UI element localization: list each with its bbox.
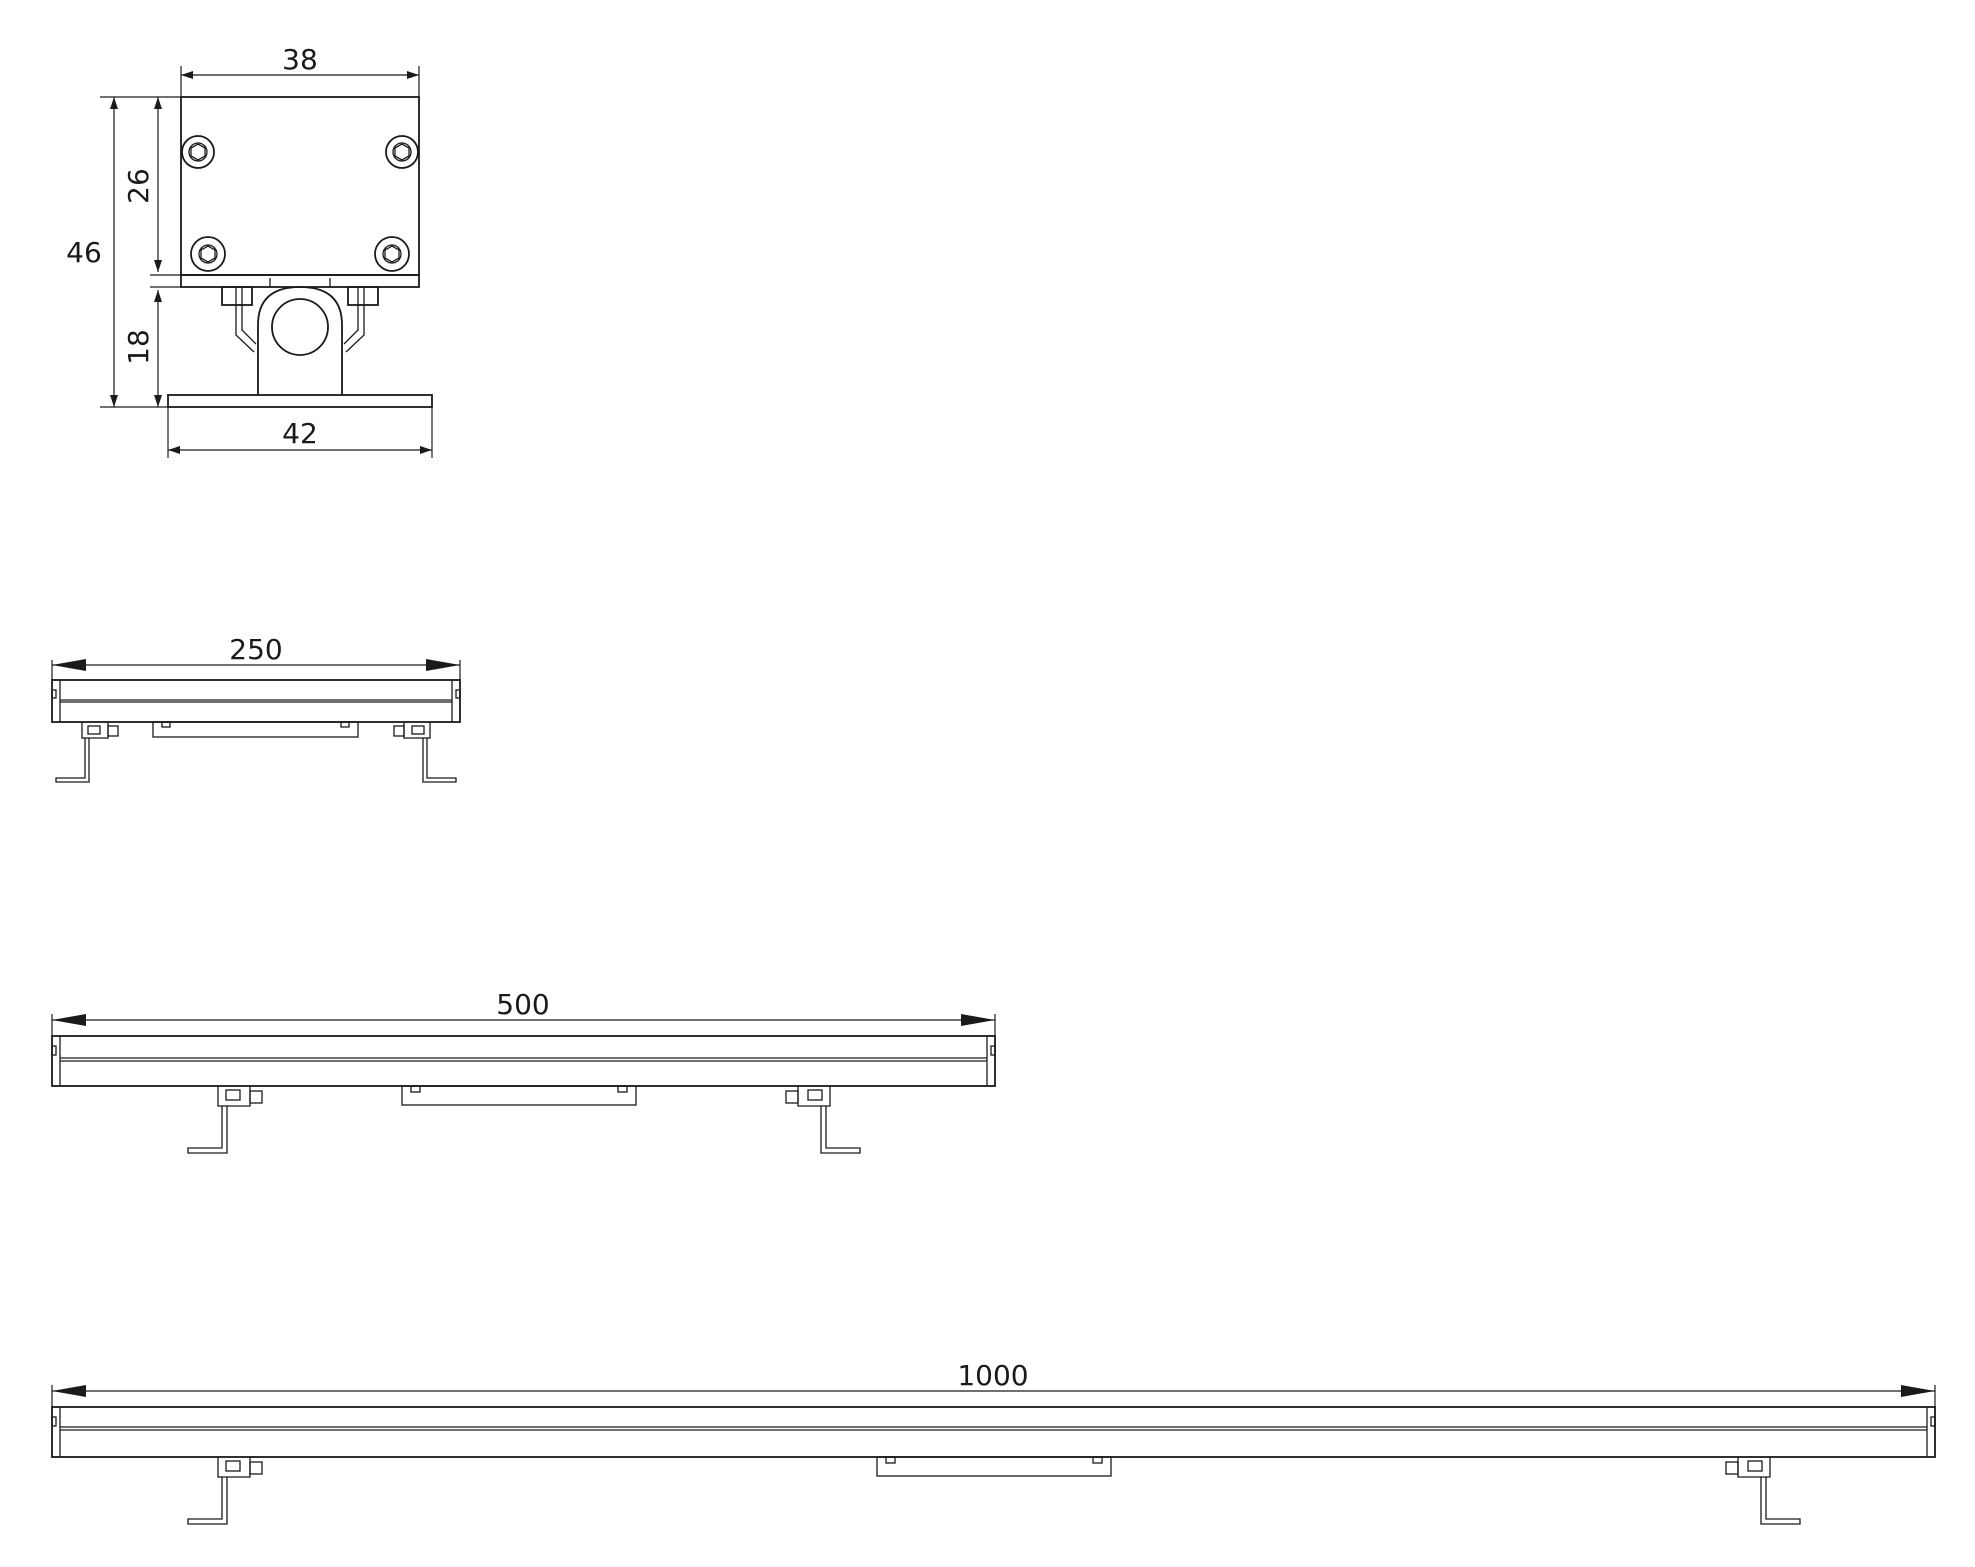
dim-height-lower: 18 — [122, 329, 155, 365]
dim-height-upper: 26 — [122, 168, 155, 204]
driver-box — [152, 721, 359, 738]
driver-box — [876, 1456, 1112, 1477]
base-plate — [167, 394, 433, 408]
housing-body — [180, 96, 420, 276]
bar-1000-length: 1000 — [957, 1359, 1028, 1392]
bar-500-length: 500 — [496, 988, 549, 1021]
mounting-bracket — [221, 278, 379, 395]
dim-width-base: 42 — [282, 417, 318, 450]
screw-icon — [374, 236, 410, 272]
screw-icon — [385, 135, 419, 169]
dim-height-total: 46 — [66, 236, 102, 269]
driver-box — [401, 1085, 637, 1106]
bar-250-view: 250 — [51, 633, 461, 783]
end-view: 38 46 26 18 42 — [66, 43, 433, 458]
bar-250-length: 250 — [229, 633, 282, 666]
bar-500-view: 500 — [51, 988, 996, 1154]
bar-250-body — [51, 679, 461, 723]
bar-1000-body — [51, 1406, 1936, 1458]
housing-flange — [180, 274, 420, 288]
bar-1000-view: 1000 — [51, 1359, 1936, 1525]
screw-icon — [181, 135, 215, 169]
screw-icon — [190, 236, 226, 272]
dim-width-top: 38 — [282, 43, 318, 76]
